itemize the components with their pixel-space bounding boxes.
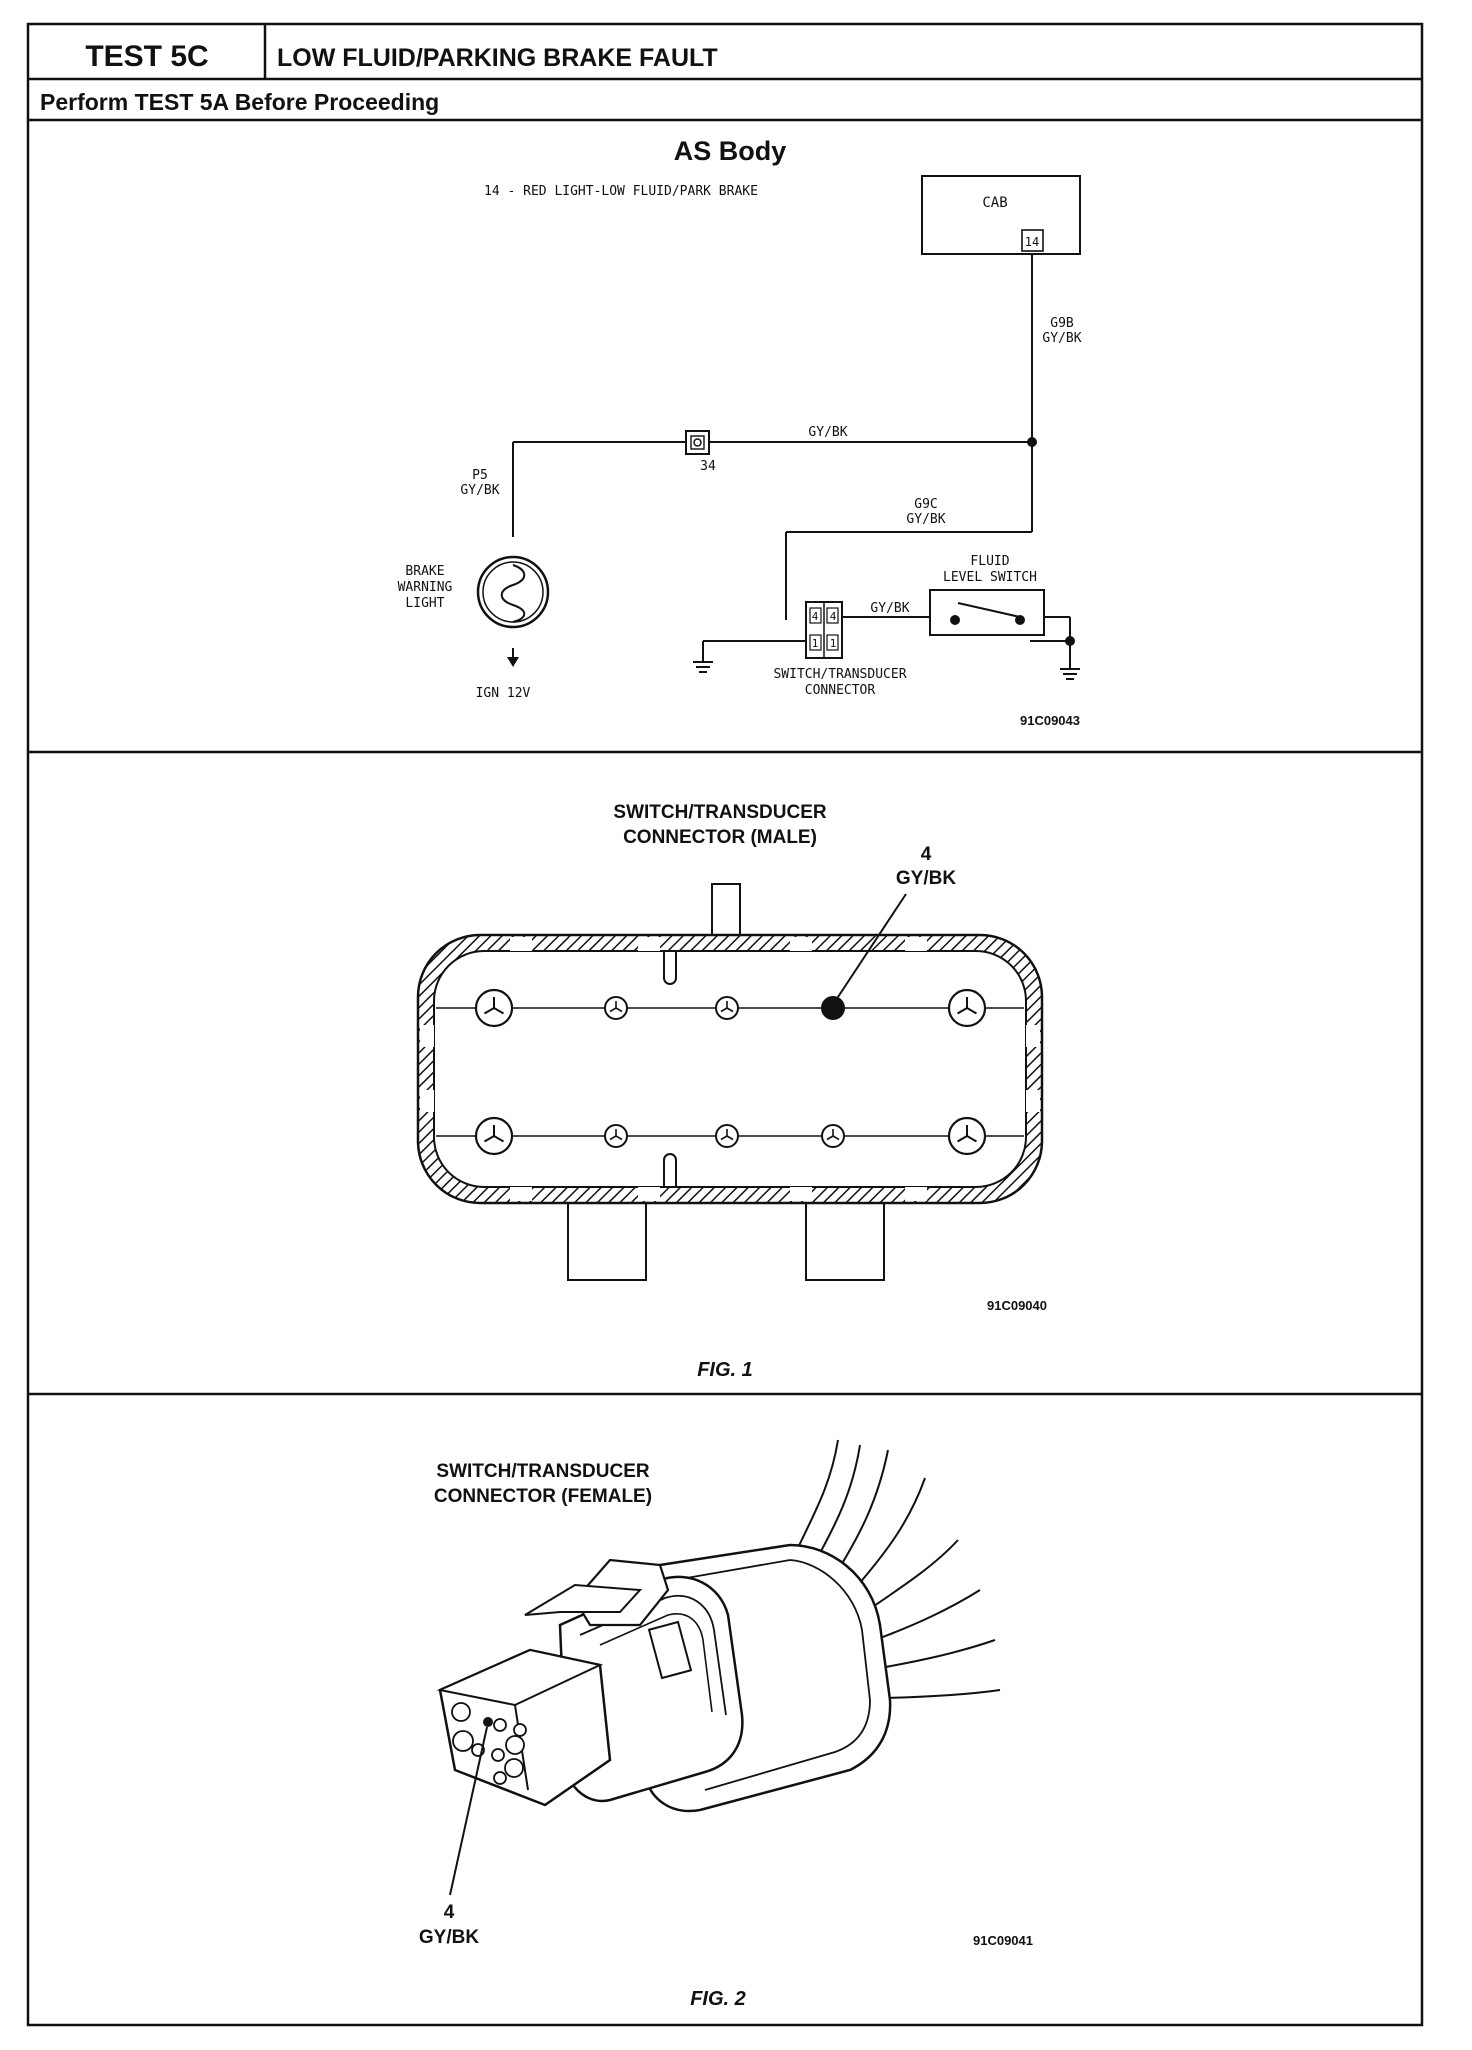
fig1-title: SWITCH/TRANSDUCER (613, 802, 826, 823)
wire-g9c-color: GY/BK (906, 512, 945, 527)
switch-label-2: LEVEL SWITCH (943, 570, 1037, 585)
connector-key-tab (711, 883, 741, 937)
housing-seal-gaps (420, 937, 1040, 1201)
test-id: TEST 5C (85, 40, 208, 73)
cab-pin-label: 14 (1025, 235, 1039, 249)
collar-ridge (579, 1595, 727, 1716)
brake-light-label-2: WARNING (398, 580, 453, 595)
latch-tab (647, 1620, 693, 1680)
wire-top-color: GY/BK (808, 425, 847, 440)
ground-icon (693, 641, 713, 673)
cab-module (921, 175, 1081, 255)
switch-contact-b (1015, 615, 1025, 625)
fig2-pin-number: 4 (444, 1902, 455, 1923)
wiring-schematic: AS Body 14 - RED LIGHT-LOW FLUID/PARK BR… (398, 136, 1082, 728)
fig2-title-2: CONNECTOR (FEMALE) (434, 1486, 652, 1507)
schematic-image-code: 91C09043 (1020, 713, 1080, 728)
switch-label: FLUID (970, 554, 1009, 569)
splice-node (1027, 437, 1037, 447)
connector-pin-label: 4 (812, 610, 819, 623)
schematic-title: AS Body (674, 136, 787, 166)
pin-small (715, 996, 739, 1020)
ground-icon (1060, 668, 1080, 680)
housing-top-face (436, 1648, 604, 1707)
fig1-caption: FIG. 1 (697, 1359, 753, 1381)
ground-node (1065, 636, 1075, 646)
wire-p5-id: P5 (472, 468, 488, 483)
fig2-image-code: 91C09041 (973, 1933, 1033, 1948)
male-connector-figure: SWITCH/TRANSDUCER CONNECTOR (MALE) 4 GY/… (416, 802, 1047, 1381)
pin-small (715, 1124, 739, 1148)
wires (512, 254, 1071, 669)
pin-4-highlighted (821, 996, 845, 1020)
latch-notch (663, 1153, 677, 1186)
brake-light-label-3: LIGHT (405, 596, 444, 611)
page-frame (26, 22, 1424, 2027)
circuit-note: 14 - RED LIGHT-LOW FLUID/PARK BRAKE (484, 184, 758, 199)
pin-small (821, 1124, 845, 1148)
pin-small (604, 996, 628, 1020)
collar-ridge-2 (599, 1613, 713, 1713)
connector-rear-shell-inner (674, 1559, 871, 1791)
ign-label: IGN 12V (476, 686, 531, 701)
wire-g9c-id: G9C (914, 497, 937, 512)
female-connector-figure: SWITCH/TRANSDUCER CONNECTOR (FEMALE) (419, 1439, 1033, 2010)
connector-seal (433, 950, 1027, 1188)
fig2-title: SWITCH/TRANSDUCER (436, 1461, 649, 1482)
connector-label: SWITCH/TRANSDUCER (773, 667, 906, 682)
cab-label: CAB (982, 195, 1007, 211)
connector-pin-label: 1 (812, 637, 819, 650)
splice-34-box (685, 430, 710, 455)
latch-arm (524, 1583, 643, 1616)
pin-large (947, 1116, 987, 1156)
pin-large (947, 988, 987, 1028)
bulb-icon (476, 555, 550, 629)
connector-label-2: CONNECTOR (805, 683, 876, 698)
pin-4-leader (835, 893, 907, 1001)
pin-large (474, 988, 514, 1028)
cab-pin-box (1021, 229, 1044, 252)
connector-pin-label: 1 (830, 637, 837, 650)
wire-p5-color: GY/BK (460, 483, 499, 498)
wire-g9b-id: G9B (1050, 316, 1074, 331)
fig2-pin-color: GY/BK (419, 1927, 479, 1948)
switch-blade (957, 602, 1021, 618)
pin-4-leader (449, 1726, 488, 1896)
connector-pin-box-4 (826, 634, 839, 651)
connector-pin-label: 4 (830, 610, 837, 623)
wire-switch-color: GY/BK (870, 601, 909, 616)
brake-light-label: BRAKE (405, 564, 444, 579)
pin-large (474, 1116, 514, 1156)
connector-bottom-tab (567, 1199, 647, 1281)
connector-pin-box-3 (809, 634, 822, 651)
fluid-level-switch-box (929, 589, 1045, 636)
fig1-pin-color: GY/BK (896, 868, 956, 889)
splice-34-label: 34 (700, 459, 716, 474)
pin-4-cavity (483, 1717, 493, 1727)
fig1-pin-number: 4 (921, 844, 932, 865)
female-cavities (451, 1702, 527, 1785)
splice-34-inner (690, 435, 705, 450)
switch-contact-a (950, 615, 960, 625)
connector-pin-box-2 (826, 607, 839, 624)
latch-notch (663, 952, 677, 985)
pin-small (604, 1124, 628, 1148)
fig2-caption: FIG. 2 (690, 1988, 746, 2010)
wire-g9b-color: GY/BK (1042, 331, 1081, 346)
test-title: LOW FLUID/PARKING BRAKE FAULT (277, 44, 718, 72)
connector-pin-box-1 (809, 607, 822, 624)
arrow-down-icon (507, 657, 519, 667)
test-subtitle: Perform TEST 5A Before Proceeding (40, 89, 439, 115)
fig1-image-code: 91C09040 (987, 1298, 1047, 1313)
connector-bottom-tab (805, 1199, 885, 1281)
fig1-title-2: CONNECTOR (MALE) (623, 827, 817, 848)
splice-34-dot (693, 438, 702, 447)
